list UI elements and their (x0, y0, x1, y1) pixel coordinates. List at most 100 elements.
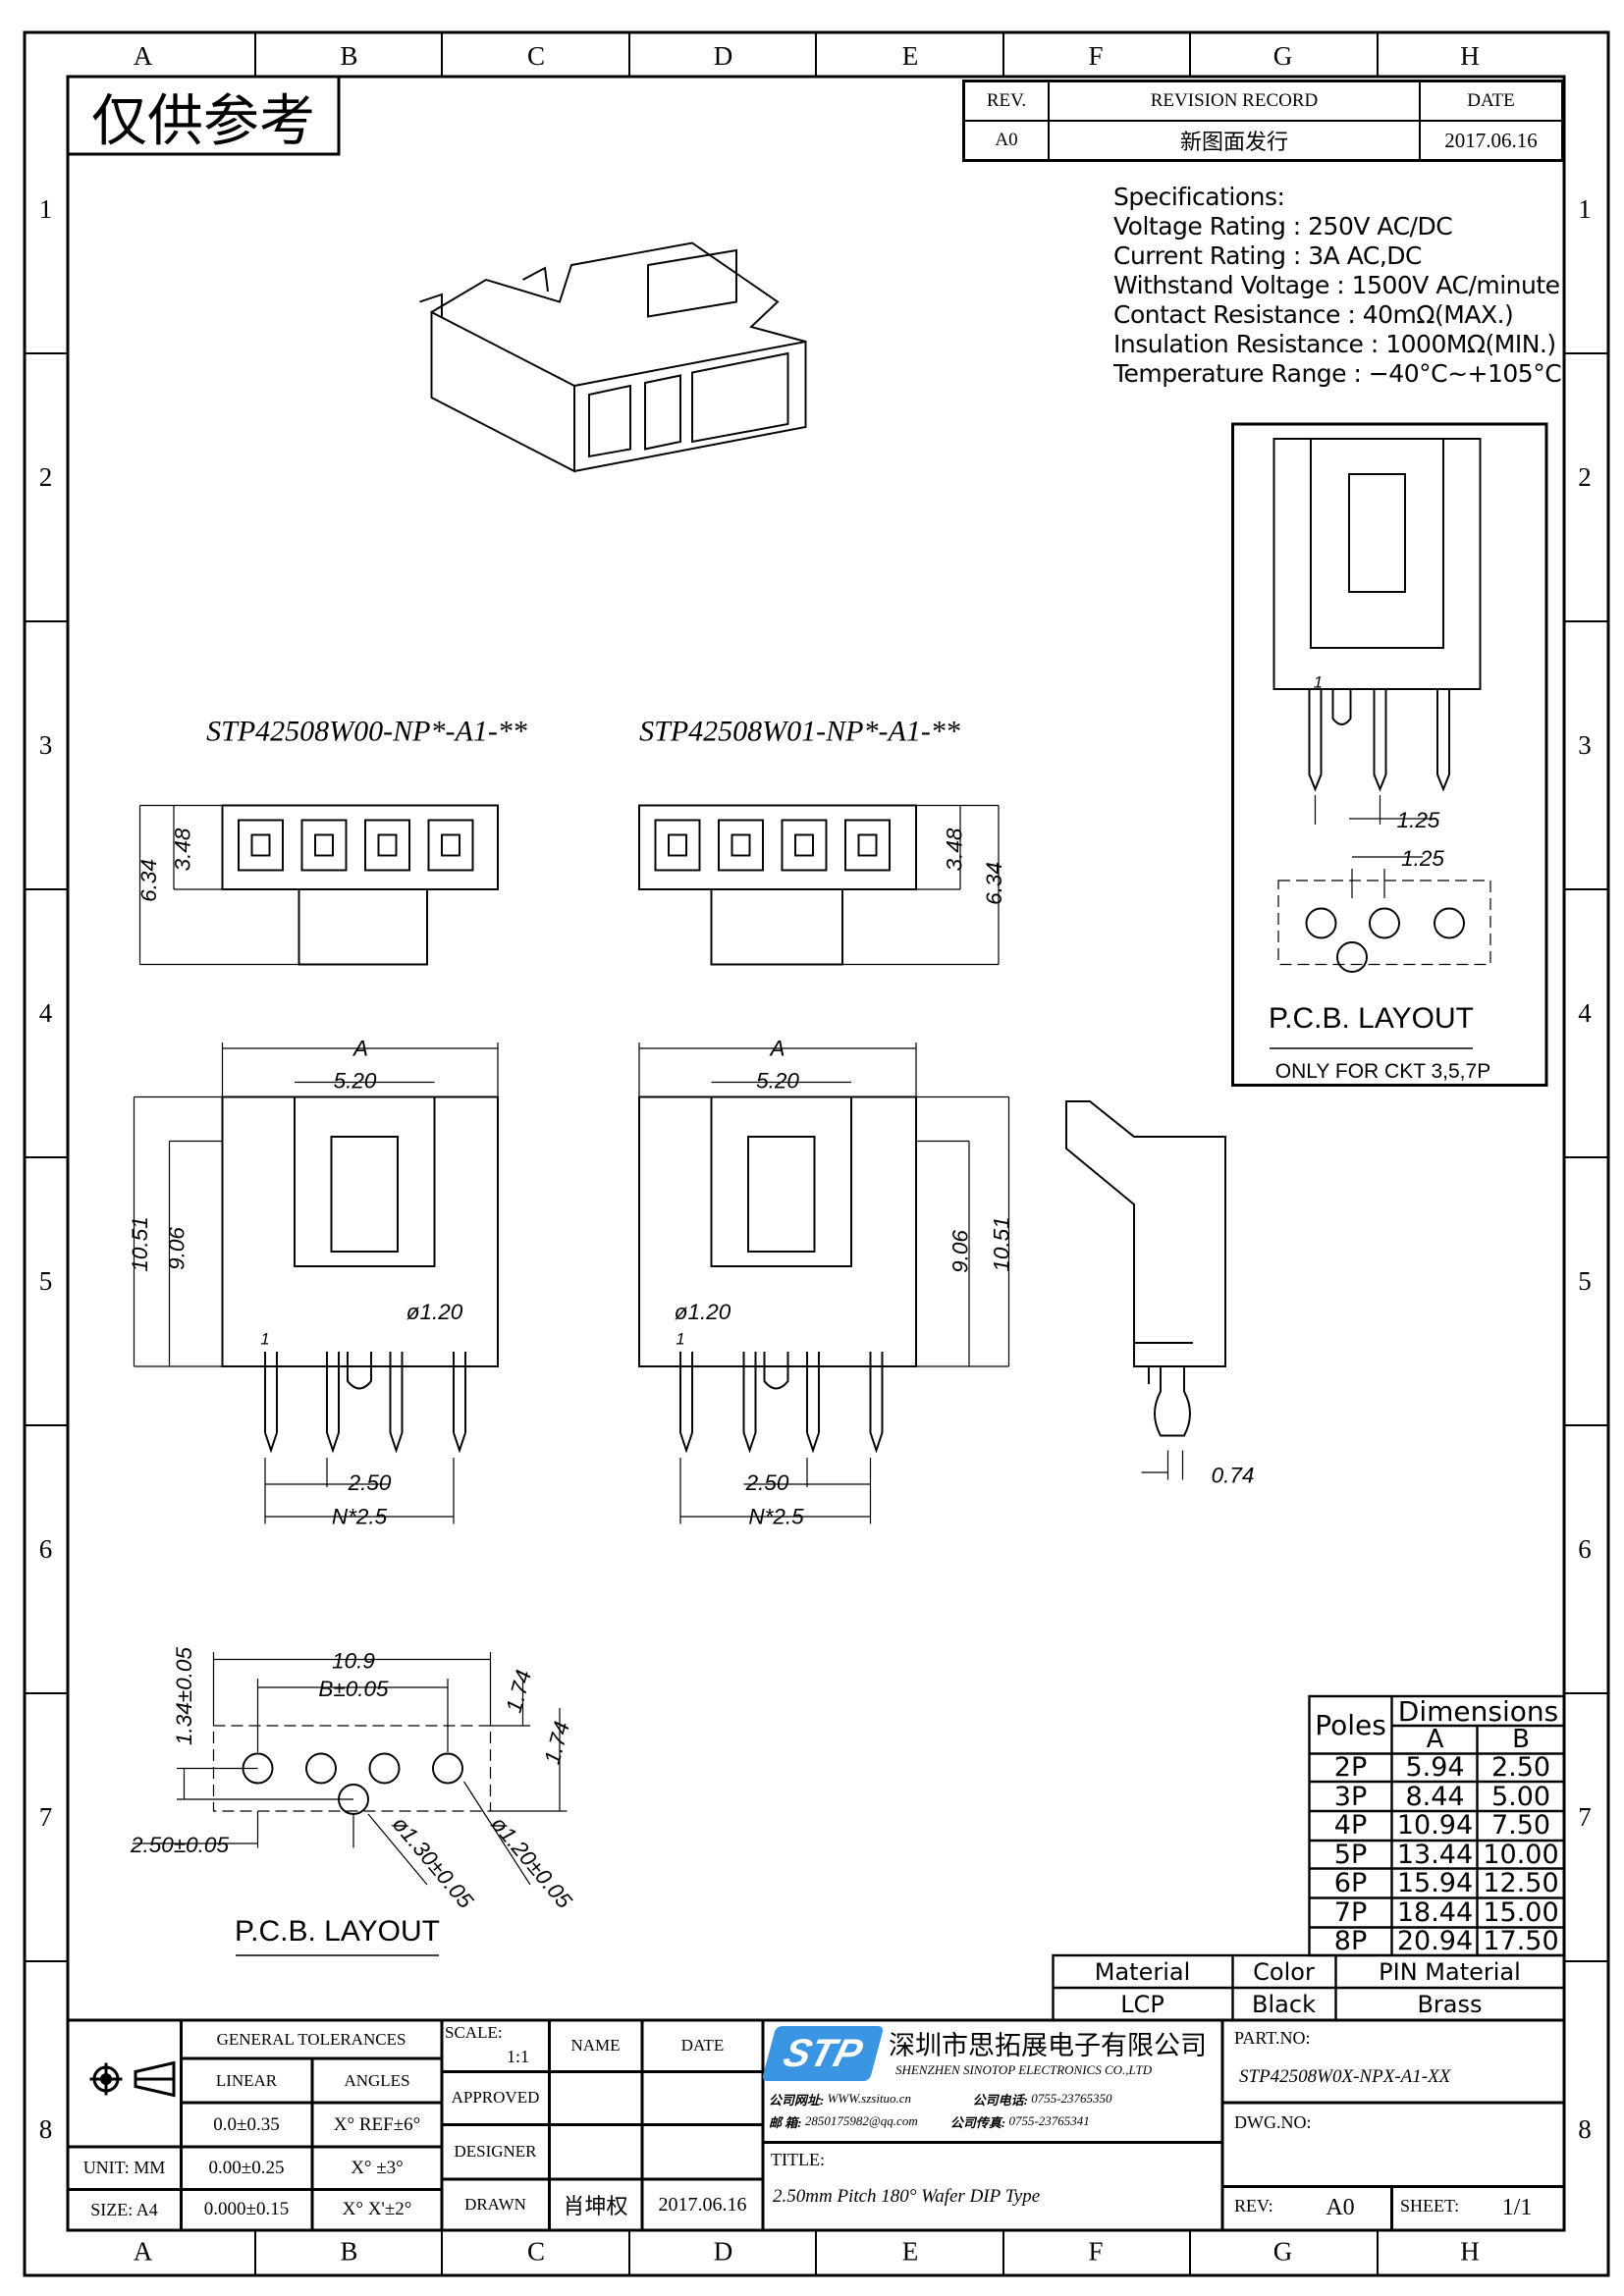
dim-a-cell: 13.44 (1396, 1839, 1474, 1870)
col-label: B (340, 2237, 357, 2267)
row-label: 7 (1578, 1802, 1592, 1832)
contact-info: 邮 箱: 2850175982@qq.com 公司传真: 0755-237653… (769, 2110, 1220, 2132)
pcb-layout-right-box (1231, 422, 1548, 1087)
drawn-name: 肖坤权 (563, 2194, 628, 2218)
revision-value: A0 (965, 122, 1050, 159)
a-header: A (1426, 1725, 1444, 1754)
rev-value: A0 (1326, 2194, 1355, 2220)
fax-label: 公司传真: (949, 2114, 1006, 2130)
dim-label: 2.50 (745, 1470, 789, 1495)
angles-header: ANGLES (344, 2070, 410, 2090)
pin1-label: 1 (676, 1331, 684, 1349)
spec-line: Contact Resistance : 40mΩ(MAX.) (1113, 300, 1514, 329)
approved-label: APPROVED (451, 2088, 540, 2107)
pin1-label: 1 (1314, 674, 1323, 692)
dim-b-cell: 17.50 (1483, 1926, 1559, 1956)
scale-value: 1:1 (506, 2046, 529, 2066)
row-label: 2 (39, 462, 53, 492)
dim-a-cell: 18.44 (1396, 1896, 1474, 1928)
row-label: 6 (39, 1534, 53, 1564)
row-label: 8 (1578, 2114, 1592, 2144)
part-label-right: STP42508W01-NP*-A1-** (639, 716, 960, 748)
dim-label: 1.34±0.05 (172, 1647, 196, 1745)
dim-b-cell: 12.50 (1483, 1868, 1559, 1898)
spec-line: Current Rating : 3A AC,DC (1113, 241, 1423, 270)
dim-a-cell: 20.94 (1396, 1926, 1474, 1956)
dim-label: N*2.5 (748, 1505, 804, 1529)
tolerance-linear: 0.00±0.25 (208, 2157, 285, 2178)
material-header: Material (1094, 1957, 1191, 1986)
contact-info: 公司网址: WWW.szsituo.cn 公司电话: 0755-23765350 (769, 2088, 1220, 2109)
col-label: E (902, 2237, 919, 2267)
company-name-en: SHENZHEN SINOTOP ELECTRONICS CO.,LTD (895, 2062, 1153, 2077)
row-label: 1 (39, 194, 53, 224)
zone-dividers (25, 32, 1608, 2275)
pcb-layout-left (133, 1652, 568, 1956)
dim-label: 10.51 (990, 1216, 1014, 1271)
dim-label: 1.74 (540, 1719, 574, 1767)
poles-cell: 8P (1333, 1926, 1368, 1956)
logo-text: STP (779, 2031, 867, 2075)
row-label: 7 (39, 1802, 53, 1832)
drawn-label: DRAWN (464, 2195, 526, 2214)
connector-3d-view (419, 241, 807, 473)
web: WWW.szsituo.cn (827, 2091, 912, 2106)
b-header: B (1512, 1725, 1530, 1754)
dim-a-cell: 10.94 (1396, 1810, 1474, 1841)
stamp-text: 仅供参考 (91, 91, 315, 153)
linear-header: LINEAR (215, 2070, 278, 2090)
col-label: D (714, 2237, 733, 2267)
dim-label: 2.50 (348, 1470, 392, 1495)
spec-line: Insulation Resistance : 1000MΩ(MIN.) (1113, 330, 1556, 358)
revision-date: 2017.06.16 (1444, 128, 1538, 152)
sheet-label: SHEET: (1400, 2195, 1460, 2216)
spec-line: Temperature Range : −40°C~+105°C (1113, 359, 1562, 388)
row-label: 3 (1578, 730, 1592, 760)
row-label: 1 (1578, 194, 1592, 224)
dim-b-cell: 5.00 (1490, 1781, 1551, 1812)
dim-b-cell: 10.00 (1483, 1839, 1559, 1870)
size-label: SIZE: A4 (90, 2199, 158, 2219)
row-label: 4 (1578, 998, 1592, 1028)
dim-label: 2.50±0.05 (130, 1833, 229, 1857)
mail: 2850175982@qq.com (804, 2113, 918, 2128)
row-label: 6 (1578, 1534, 1592, 1564)
row-label: 8 (39, 2114, 53, 2144)
dim-label: 10.51 (128, 1216, 152, 1271)
dim-b-cell: 15.00 (1483, 1896, 1559, 1928)
color-header: Color (1253, 1957, 1315, 1986)
tolerance-angle: X° X'±2° (342, 2199, 412, 2219)
dwg-no-label: DWG.NO: (1234, 2111, 1312, 2132)
drawing-title: 2.50mm Pitch 180° Wafer DIP Type (773, 2186, 1041, 2207)
dimension-table-lines (1052, 1694, 1566, 2022)
dim-label: 5.20 (334, 1069, 377, 1094)
col-label: G (1273, 2237, 1293, 2267)
dim-label: 1.74 (502, 1668, 536, 1716)
col-label: F (1088, 41, 1103, 71)
part-no: STP42508W0X-NPX-A1-XX (1239, 2066, 1451, 2087)
dim-label: ø1.30±0.05 (388, 1812, 479, 1914)
projection-symbol-icon (89, 2060, 176, 2098)
rev-header: REV. (965, 82, 1050, 122)
dim-label: ø1.20 (675, 1300, 731, 1324)
drawn-date: 2017.06.16 (658, 2193, 747, 2216)
mail-label: 邮 箱: (769, 2114, 802, 2130)
dim-label: 3.48 (171, 828, 195, 871)
stamp-box (66, 75, 341, 156)
front-view-right (638, 1042, 1010, 1524)
col-label: E (902, 41, 919, 71)
revision-date-header: DATE (1421, 82, 1561, 122)
sheet-value: 1/1 (1501, 2194, 1533, 2220)
company-logo: STP (761, 2026, 885, 2081)
pcb-layout-title: P.C.B. LAYOUT (1269, 1002, 1474, 1035)
name-header: NAME (570, 2036, 621, 2055)
title-block-lines (68, 2018, 1564, 2231)
spec-line: Withstand Voltage : 1500V AC/minute (1113, 271, 1560, 299)
spec-line: Voltage Rating : 250V AC/DC (1113, 212, 1453, 240)
dim-label: B±0.05 (318, 1677, 389, 1701)
top-view-left (138, 804, 499, 966)
col-label: C (527, 2237, 545, 2267)
col-label: F (1088, 2237, 1103, 2267)
col-label: C (527, 41, 545, 71)
